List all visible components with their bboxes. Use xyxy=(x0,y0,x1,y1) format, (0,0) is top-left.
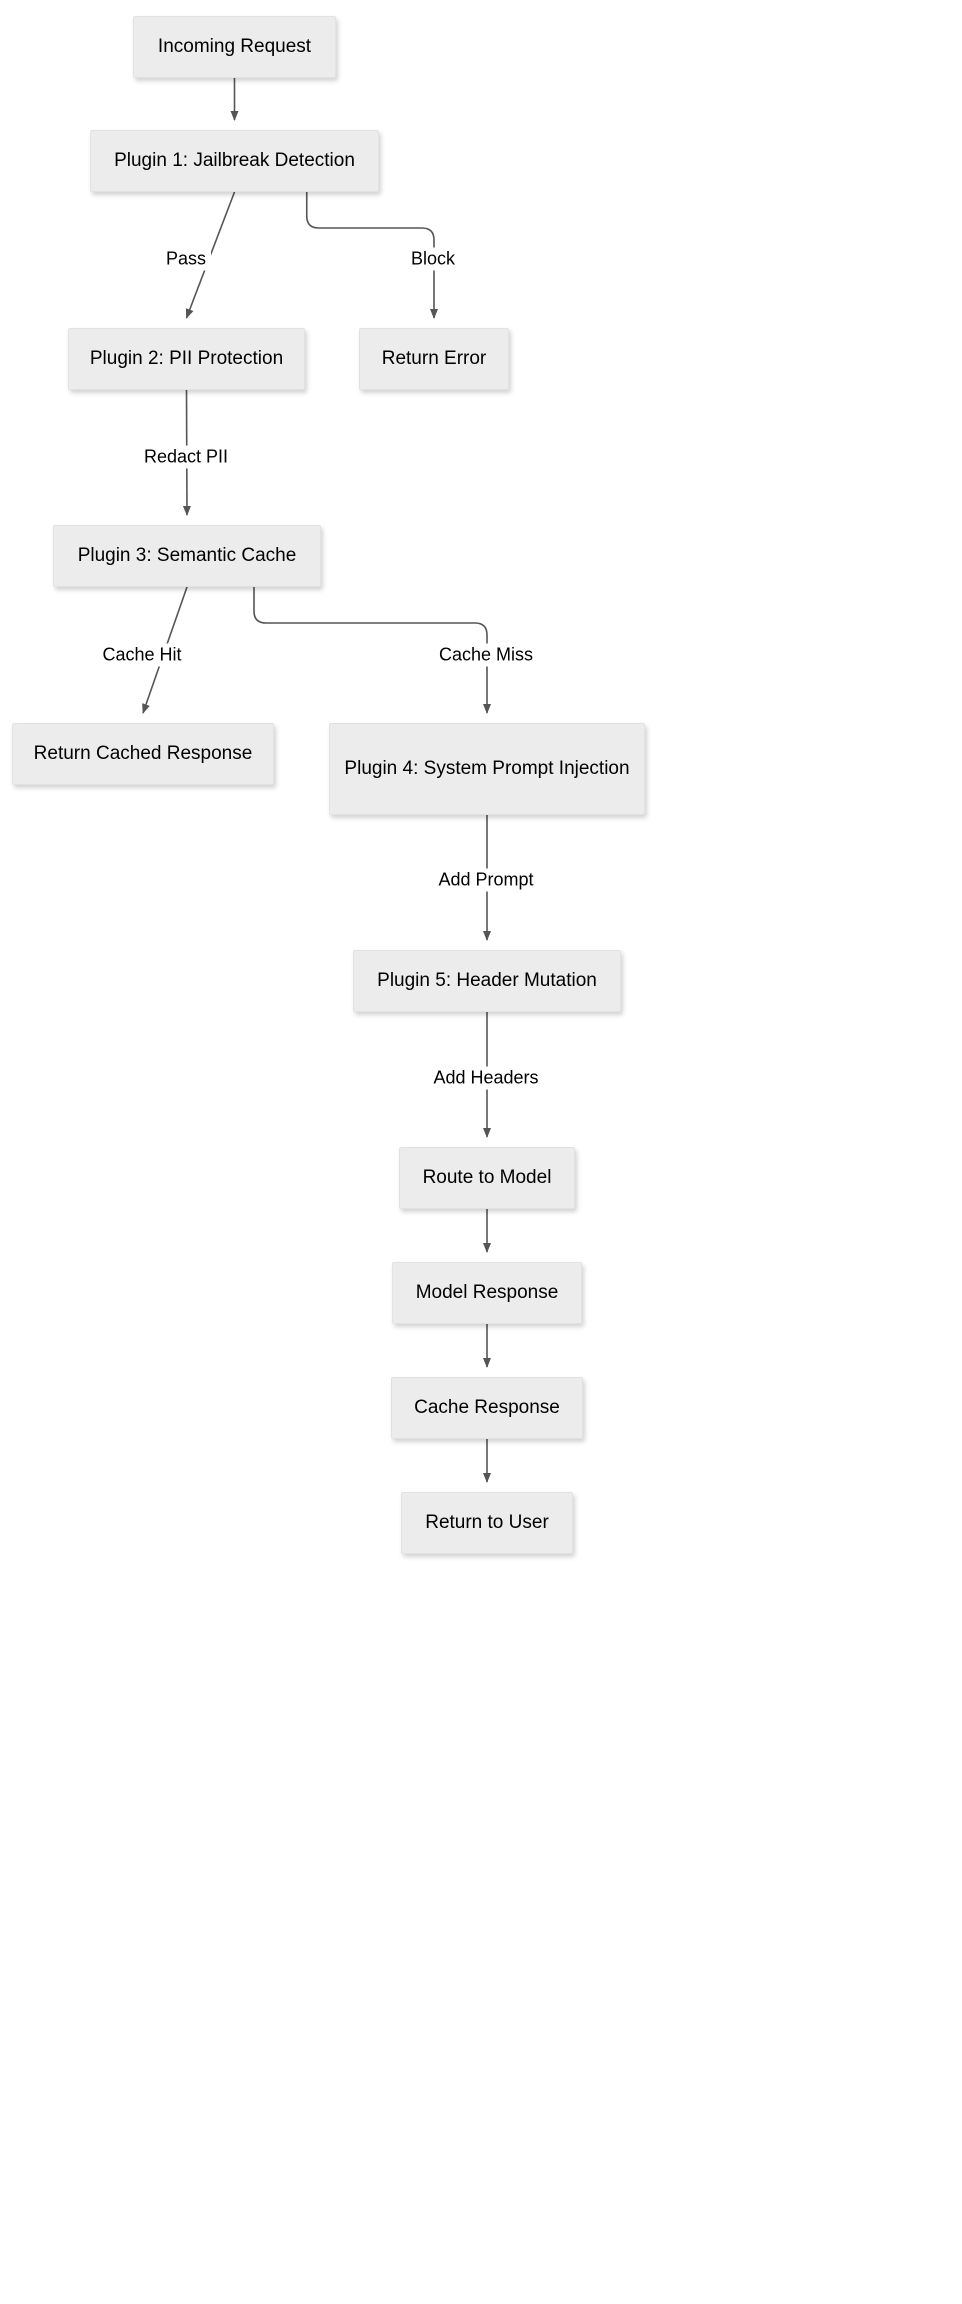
flow-node-plugin2[interactable]: Plugin 2: PII Protection xyxy=(68,328,305,390)
flow-node-return_error[interactable]: Return Error xyxy=(359,328,509,390)
edge-label-e3: Block xyxy=(405,247,461,271)
edge-label-e4: Redact PII xyxy=(138,445,234,469)
flow-node-model_resp[interactable]: Model Response xyxy=(392,1262,582,1324)
edge-label-e5: Cache Hit xyxy=(97,643,187,667)
edge-label-e6: Cache Miss xyxy=(433,643,539,667)
edge-label-e2: Pass xyxy=(160,247,212,271)
flow-node-cached[interactable]: Return Cached Response xyxy=(12,723,274,785)
flow-node-plugin1[interactable]: Plugin 1: Jailbreak Detection xyxy=(90,130,379,192)
flow-node-route[interactable]: Route to Model xyxy=(399,1147,575,1209)
edge-label-e7: Add Prompt xyxy=(433,868,539,892)
flow-node-cache_resp[interactable]: Cache Response xyxy=(391,1377,583,1439)
flow-node-plugin5[interactable]: Plugin 5: Header Mutation xyxy=(353,950,621,1012)
flow-node-plugin3[interactable]: Plugin 3: Semantic Cache xyxy=(53,525,321,587)
flow-node-incoming[interactable]: Incoming Request xyxy=(133,16,336,78)
flow-node-return_user[interactable]: Return to User xyxy=(401,1492,573,1554)
flow-node-plugin4[interactable]: Plugin 4: System Prompt Injection xyxy=(329,723,645,815)
edge-label-e8: Add Headers xyxy=(428,1066,544,1090)
